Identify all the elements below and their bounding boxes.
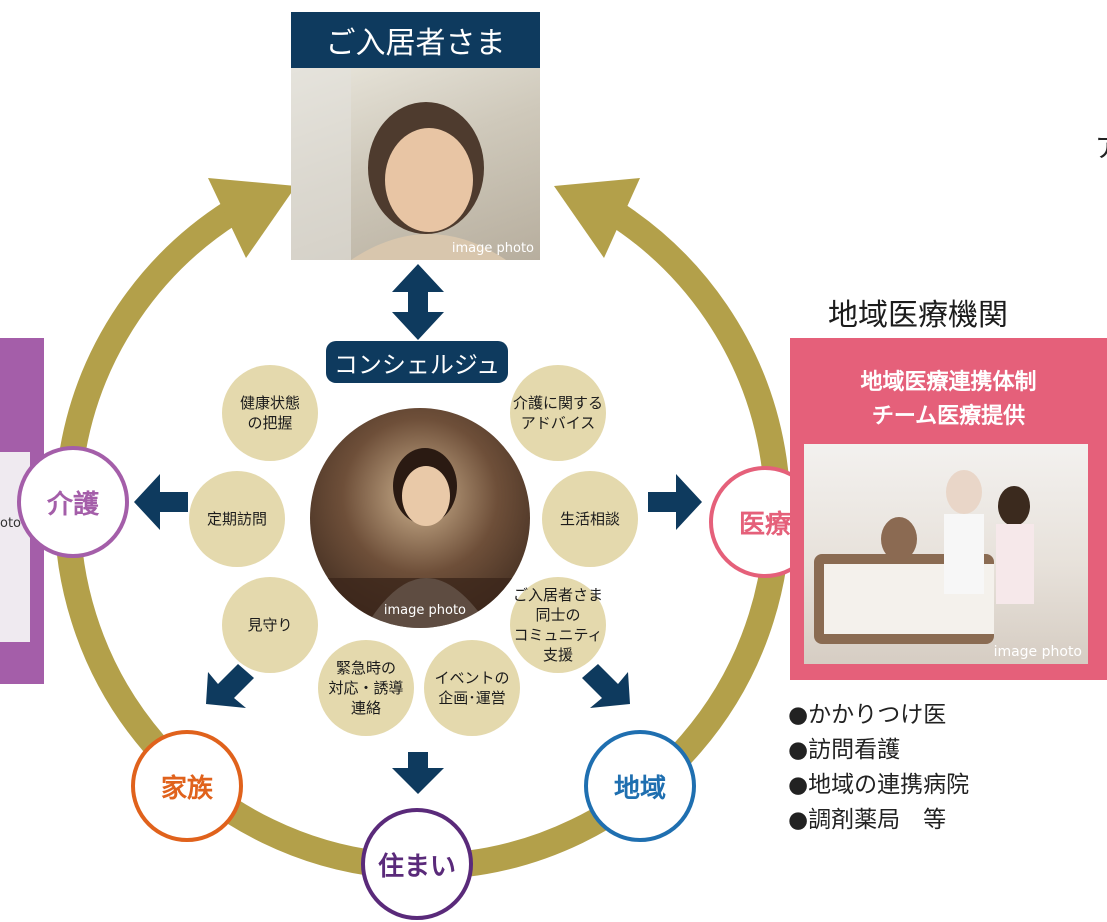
- service-event-planning: イベントの 企画･運営: [424, 640, 520, 736]
- concierge-photo-illustration: [310, 448, 530, 628]
- service-regular-visit: 定期訪問: [189, 471, 285, 567]
- ring-arrowhead-right: [554, 178, 640, 258]
- concierge-photo-credit: image photo: [383, 603, 466, 618]
- care-panel-photo-credit: oto: [0, 516, 22, 531]
- medical-photo: image photo: [804, 444, 1088, 664]
- node-housing: 住まい: [361, 808, 473, 920]
- medical-section-title: 地域医療機関: [828, 298, 1008, 333]
- medical-institution-list: ●かかりつけ医 ●訪問看護 ●地域の連携病院 ●調剤薬局 等: [788, 698, 969, 838]
- resident-photo-illustration: [291, 68, 506, 260]
- arrow-to-housing: [392, 752, 444, 794]
- arrow-to-medical: [648, 474, 702, 530]
- node-region: 地域: [584, 730, 696, 842]
- list-item: ●地域の連携病院: [788, 772, 970, 798]
- service-watching-over: 見守り: [222, 577, 318, 673]
- partial-heading-char: ア: [1095, 128, 1107, 165]
- resident-title: ご入居者さま: [291, 12, 540, 68]
- medical-photo-illustration: [814, 470, 1034, 644]
- arrow-to-family: [206, 664, 254, 708]
- ring-arrowhead-left: [208, 178, 296, 258]
- medical-panel-line-2: チーム医療提供: [871, 404, 1026, 429]
- medical-photo-credit: image photo: [993, 644, 1082, 660]
- service-health-check: 健康状態 の把握: [222, 365, 318, 461]
- double-arrow-up: [392, 264, 444, 306]
- concierge-photo: image photo: [310, 408, 530, 628]
- double-arrow-down: [392, 300, 444, 340]
- service-emergency-response: 緊急時の 対応・誘導 連絡: [318, 640, 414, 736]
- node-care: 介護: [17, 446, 129, 558]
- service-community-support: ご入居者さま 同士の コミュニティ 支援: [510, 577, 606, 673]
- service-life-consultation: 生活相談: [542, 471, 638, 567]
- care-panel: oto: [0, 338, 44, 684]
- arrow-to-region: [582, 664, 630, 708]
- node-family: 家族: [131, 730, 243, 842]
- medical-panel-line-1: 地域医療連携体制: [860, 370, 1037, 395]
- concierge-label: コンシェルジュ: [326, 341, 508, 383]
- medical-panel: 地域医療連携体制 チーム医療提供 image photo: [790, 338, 1107, 680]
- list-item: ●訪問看護: [788, 737, 901, 763]
- service-care-advice: 介護に関する アドバイス: [510, 365, 606, 461]
- resident-photo-credit: image photo: [451, 241, 534, 256]
- list-item: ●かかりつけ医: [788, 702, 947, 728]
- list-item: ●調剤薬局 等: [788, 807, 947, 833]
- resident-photo: image photo: [291, 68, 540, 260]
- arrow-to-care: [134, 474, 188, 530]
